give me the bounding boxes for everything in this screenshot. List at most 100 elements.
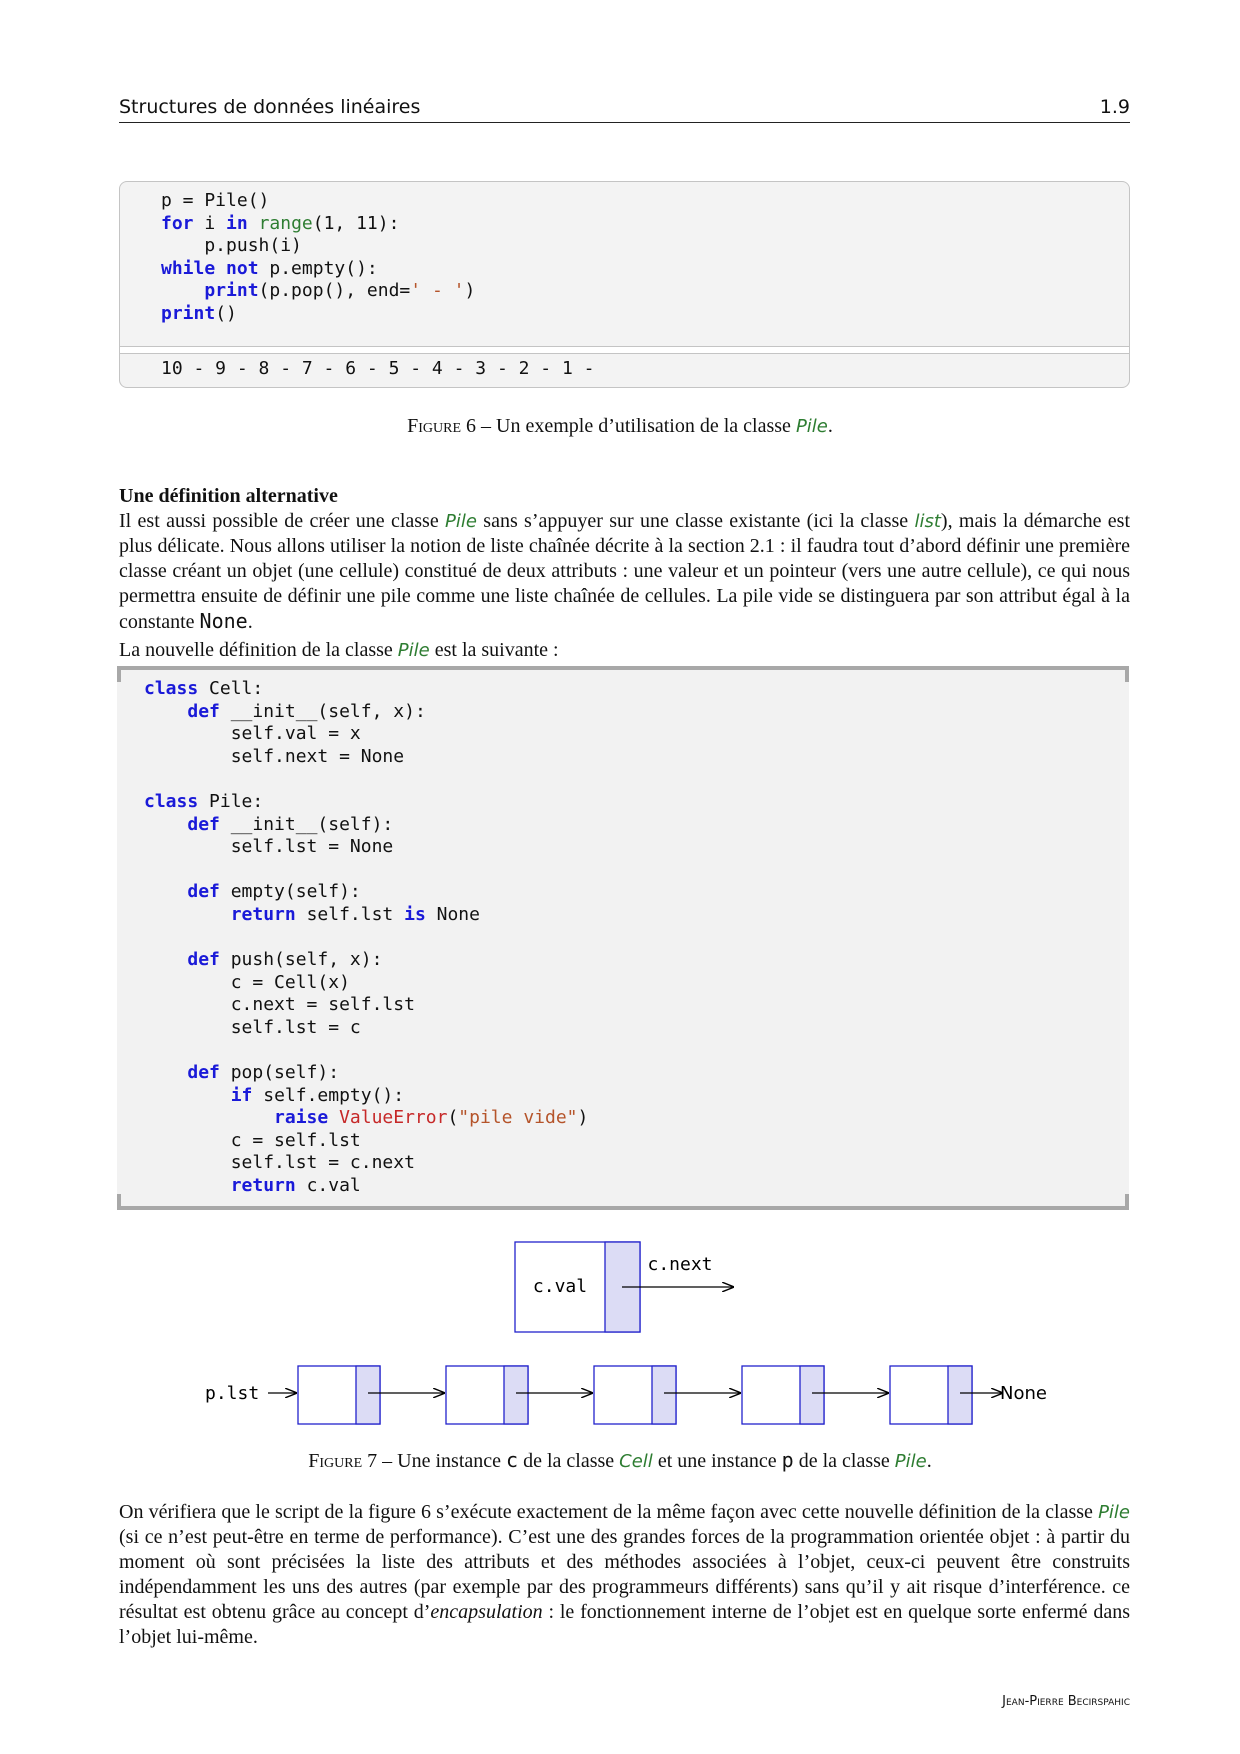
text-run [144, 814, 187, 835]
text-run: self.empty(): [252, 1084, 405, 1106]
page-number: 1.9 [1099, 96, 1130, 118]
code-line [144, 1040, 588, 1063]
text-run [161, 280, 204, 301]
figure-label: Figure 6 [407, 415, 477, 437]
code-line: for i in range(1, 11): [161, 213, 475, 236]
text-run: ValueError [339, 1107, 448, 1129]
text-run: self.lst = c.next [144, 1152, 415, 1174]
text-run: () [215, 302, 237, 324]
text-run: i [193, 212, 227, 234]
code-line: raise ValueError("pile vide") [144, 1107, 588, 1130]
code-line: if self.empty(): [144, 1085, 588, 1108]
caption-end: . [827, 415, 833, 437]
code-line: class Pile: [144, 791, 588, 814]
text-run: is [404, 903, 426, 925]
text-run: c [506, 1448, 519, 1472]
code-line: p = Pile() [161, 190, 475, 213]
text-run: def [187, 1062, 220, 1084]
text-run: p [781, 1448, 794, 1472]
list-cell [297, 1365, 444, 1425]
linked-list [297, 1365, 1002, 1425]
text-run: Pile [397, 640, 430, 661]
code-line: c = Cell(x) [144, 972, 588, 995]
code-line: def pop(self): [144, 1062, 588, 1085]
text-run: return [230, 1175, 296, 1197]
code-output: 10 - 9 - 8 - 7 - 6 - 5 - 4 - 3 - 2 - 1 - [161, 358, 595, 379]
section-body: Une définition alternative Il est aussi … [119, 484, 1130, 663]
text-run: self.next = None [144, 745, 405, 767]
code-line: c.next = self.lst [144, 994, 588, 1017]
text-run: (1, 11): [312, 212, 400, 234]
text-run: p.empty(): [258, 257, 378, 279]
cell-next-label: c.next [647, 1254, 712, 1275]
list-cell [445, 1365, 592, 1425]
text-run: def [187, 813, 220, 835]
text-run: None [425, 903, 480, 925]
text-run: c = self.lst [144, 1129, 361, 1151]
text-run: p.push(i) [161, 235, 302, 257]
text-run: Cell: [198, 678, 264, 699]
figure-6-caption: Figure 6 – Un exemple d’utilisation de l… [0, 415, 1240, 438]
caption-text: – Un exemple d’utilisation de la classe [476, 415, 796, 437]
text-run: self.lst [295, 903, 405, 925]
text-run: class [144, 678, 199, 699]
text-run [144, 904, 231, 925]
text-run [144, 701, 187, 722]
code-line [144, 768, 588, 791]
code-line: self.lst = c [144, 1017, 588, 1040]
text-run: encapsulation [430, 1601, 543, 1623]
text-run: ) [577, 1107, 589, 1129]
cell-c: c.val c.next [514, 1241, 733, 1333]
figure-label: Figure 7 [308, 1450, 378, 1472]
page-header: Structures de données linéaires 1.9 [119, 96, 1130, 123]
text-run: self.val = x [144, 723, 361, 745]
list-cell [741, 1365, 888, 1425]
text-run: self.lst = c [144, 1016, 361, 1038]
running-title: Structures de données linéaires [119, 96, 421, 118]
code-line: while not p.empty(): [161, 258, 475, 281]
text-run: c = Cell(x) [144, 971, 350, 993]
text-run: est la suivante : [429, 639, 559, 661]
code-line: class Cell: [144, 678, 588, 701]
text-run: def [187, 700, 220, 722]
text-run: __init__(self): [219, 813, 394, 835]
text-run [144, 1062, 187, 1083]
text-run: in [226, 212, 248, 234]
text-run [144, 1085, 231, 1106]
page-footer-author: Jean-Pierre Becirspahic [1002, 1694, 1130, 1709]
text-run: print [161, 302, 216, 324]
text-run: __init__(self, x): [219, 700, 426, 722]
text-run [248, 213, 259, 234]
conclusion-paragraph: On vérifiera que le script de la figure … [119, 1500, 1130, 1650]
code-line: def __init__(self, x): [144, 701, 588, 724]
text-run: ), mais la démarche est plus délicate. N… [119, 510, 1131, 633]
code-line: return self.lst is None [144, 904, 588, 927]
text-run: "pile vide" [458, 1107, 578, 1129]
text-run: def [187, 949, 220, 971]
text-run: On vérifiera que le script de la figure … [119, 1501, 1099, 1523]
text-run: – Une instance [377, 1450, 507, 1472]
cell-val-label: c.val [533, 1276, 587, 1297]
code-line: p.push(i) [161, 235, 475, 258]
text-run: (p.pop(), end= [258, 280, 411, 302]
text-run: Pile [894, 1451, 927, 1472]
paragraph-intro: Il est aussi possible de créer une class… [119, 509, 1130, 635]
code-lines: p = Pile()for i in range(1, 11): p.push(… [161, 190, 475, 326]
text-run: Il est aussi possible de créer une class… [119, 510, 446, 532]
text-run: raise [274, 1107, 329, 1129]
code-line: self.val = x [144, 723, 588, 746]
text-run: not [226, 257, 259, 279]
text-run: ' - ' [410, 280, 465, 302]
text-run: sans s’appuyer sur une classe existante … [476, 510, 915, 532]
text-run: Pile [1098, 1502, 1130, 1523]
text-run: range [258, 212, 313, 234]
text-run [144, 1107, 274, 1128]
code-line: def __init__(self): [144, 814, 588, 837]
text-run: Cell [619, 1451, 653, 1472]
text-run: Pile [445, 511, 477, 532]
text-run [144, 1175, 231, 1196]
code-line: self.next = None [144, 746, 588, 769]
text-run: : le fonctionnement interne de l’objet e… [119, 1601, 1130, 1648]
code-line: c = self.lst [144, 1130, 588, 1153]
text-run: for [161, 212, 194, 234]
